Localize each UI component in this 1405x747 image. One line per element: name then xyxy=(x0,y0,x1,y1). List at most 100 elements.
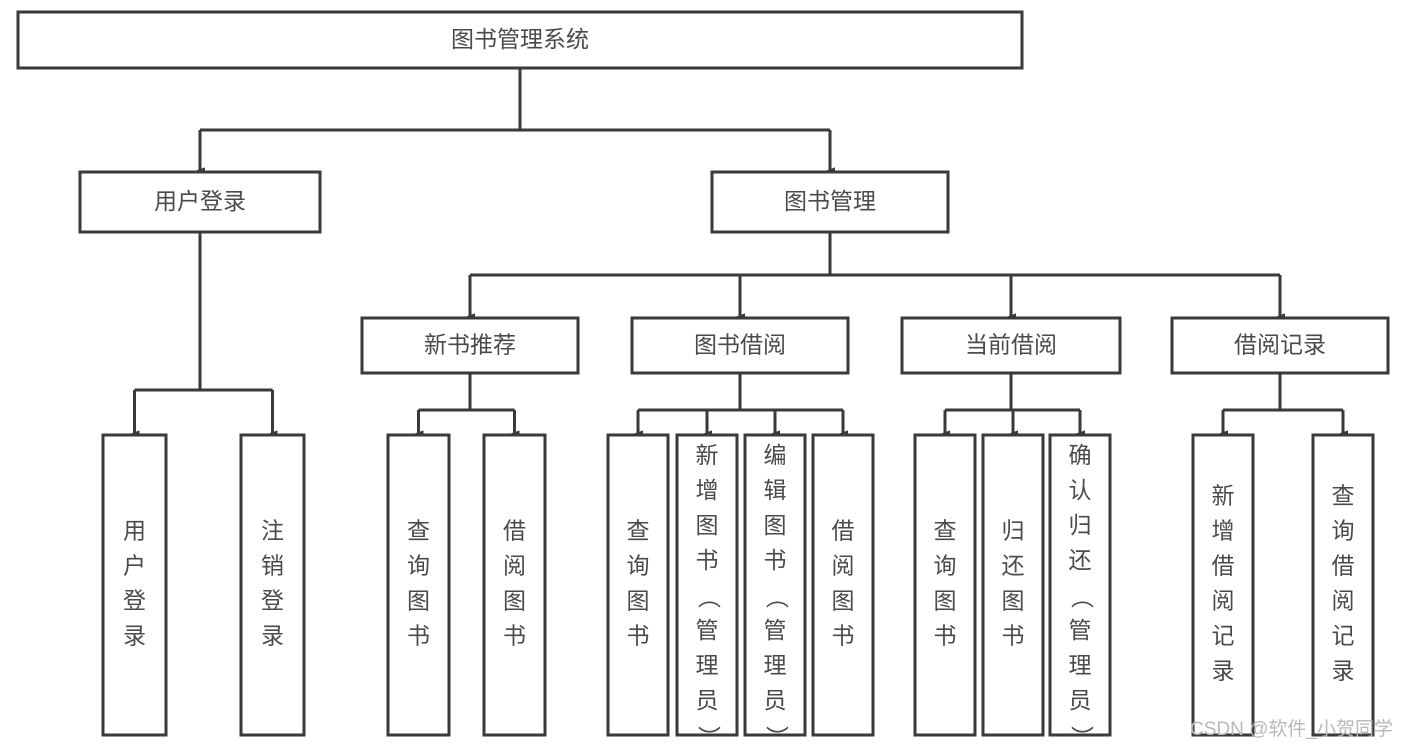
node-label-book-borrow: 图书借阅 xyxy=(694,332,786,358)
node-new-book-recommend[interactable]: 新书推荐 xyxy=(360,316,580,375)
node-label-char: 图 xyxy=(407,588,430,614)
node-label-char: 员 xyxy=(764,687,787,713)
node-label-char: 借 xyxy=(832,518,855,544)
node-label-char: 询 xyxy=(627,553,650,579)
node-leaf-user-login[interactable]: 用户登录 xyxy=(101,433,168,737)
node-box-user-login xyxy=(78,170,322,234)
node-label-char: 辑 xyxy=(764,477,787,503)
node-label-char: 阅 xyxy=(1212,588,1235,614)
node-label-char: 注 xyxy=(261,518,284,544)
node-label-char: 归 xyxy=(1002,518,1025,544)
node-label-char: 新 xyxy=(1212,483,1235,509)
node-label-char: （ xyxy=(764,586,790,609)
node-label-char: 借 xyxy=(503,518,526,544)
node-label-char: （ xyxy=(696,586,722,609)
node-box-leaf-query-book-current xyxy=(913,433,977,737)
node-box-current-borrow xyxy=(900,316,1122,375)
node-label-char: ） xyxy=(696,726,722,747)
node-label-char: 增 xyxy=(1212,518,1235,544)
node-book-borrow[interactable]: 图书借阅 xyxy=(630,316,850,375)
node-box-leaf-edit-book-admin xyxy=(743,433,807,737)
node-label-new-book-recommend: 新书推荐 xyxy=(424,332,516,358)
node-label-char: 记 xyxy=(1332,623,1355,649)
node-label-char: 管 xyxy=(1069,617,1092,643)
node-label-char: 阅 xyxy=(832,553,855,579)
node-box-leaf-borrow-book xyxy=(811,433,875,737)
node-label-char: 图 xyxy=(696,512,719,538)
node-label-char: 图 xyxy=(503,588,526,614)
connector-lines xyxy=(129,68,1348,438)
node-root[interactable]: 图书管理系统 xyxy=(16,10,1024,70)
node-label-char: 还 xyxy=(1069,547,1092,573)
node-label-char: 新 xyxy=(696,442,719,468)
node-book-management[interactable]: 图书管理 xyxy=(710,170,950,234)
node-box-leaf-return-book xyxy=(981,433,1045,737)
node-label-char: 录 xyxy=(1332,658,1355,684)
node-label-char: 员 xyxy=(1069,687,1092,713)
node-box-book-borrow xyxy=(630,316,850,375)
node-user-login[interactable]: 用户登录 xyxy=(78,170,322,234)
node-label-char: 查 xyxy=(934,518,957,544)
node-label-char: 借 xyxy=(1212,553,1235,579)
node-label-current-borrow: 当前借阅 xyxy=(965,332,1057,358)
node-label-borrow-records: 借阅记录 xyxy=(1234,332,1326,358)
node-label-char: 书 xyxy=(1002,623,1025,649)
node-label-char: 图 xyxy=(1002,588,1025,614)
node-label-char: 认 xyxy=(1069,477,1092,503)
node-label-char: 书 xyxy=(764,547,787,573)
node-box-leaf-add-book-admin xyxy=(675,433,739,737)
node-boxes: 图书管理系统用户登录图书管理新书推荐图书借阅当前借阅借阅记录用户登录注销登录查询… xyxy=(16,10,1390,747)
node-label-char: 用 xyxy=(123,518,146,544)
node-label-char: 员 xyxy=(696,687,719,713)
node-borrow-records[interactable]: 借阅记录 xyxy=(1170,316,1390,375)
node-label-char: 书 xyxy=(627,623,650,649)
node-label-char: 理 xyxy=(1069,652,1092,678)
node-box-leaf-borrow-book-recommend xyxy=(482,433,547,737)
node-label-char: 理 xyxy=(764,652,787,678)
node-box-leaf-query-book-recommend xyxy=(386,433,451,737)
node-label-char: 确 xyxy=(1069,442,1092,468)
node-label-char: 还 xyxy=(1002,553,1025,579)
node-label-char: 查 xyxy=(407,518,430,544)
node-label-char: 录 xyxy=(261,623,284,649)
node-box-leaf-query-book-borrow xyxy=(606,433,670,737)
node-label-char: 询 xyxy=(1332,518,1355,544)
node-label-char: ） xyxy=(764,726,790,747)
node-label-char: 录 xyxy=(1212,658,1235,684)
node-label-root: 图书管理系统 xyxy=(451,26,589,52)
node-label-char: 销 xyxy=(261,553,284,579)
node-label-char: 理 xyxy=(696,652,719,678)
node-label-char: 录 xyxy=(123,623,146,649)
node-label-char: 编 xyxy=(764,442,787,468)
node-label-char: （ xyxy=(1069,586,1095,609)
node-label-char: 书 xyxy=(832,623,855,649)
node-label-char: 阅 xyxy=(1332,588,1355,614)
node-box-leaf-user-login xyxy=(101,433,168,737)
node-current-borrow[interactable]: 当前借阅 xyxy=(900,316,1122,375)
node-label-user-login: 用户登录 xyxy=(154,188,246,214)
node-label-char: 增 xyxy=(696,477,719,503)
node-label-char: 书 xyxy=(503,623,526,649)
node-label-char: 借 xyxy=(1332,553,1355,579)
node-label-char: 询 xyxy=(407,553,430,579)
node-label-char: 管 xyxy=(696,617,719,643)
node-label-char: 查 xyxy=(627,518,650,544)
node-label-char: 书 xyxy=(934,623,957,649)
node-label-char: 图 xyxy=(934,588,957,614)
node-label-char: 书 xyxy=(407,623,430,649)
node-label-char: ） xyxy=(1069,726,1095,747)
